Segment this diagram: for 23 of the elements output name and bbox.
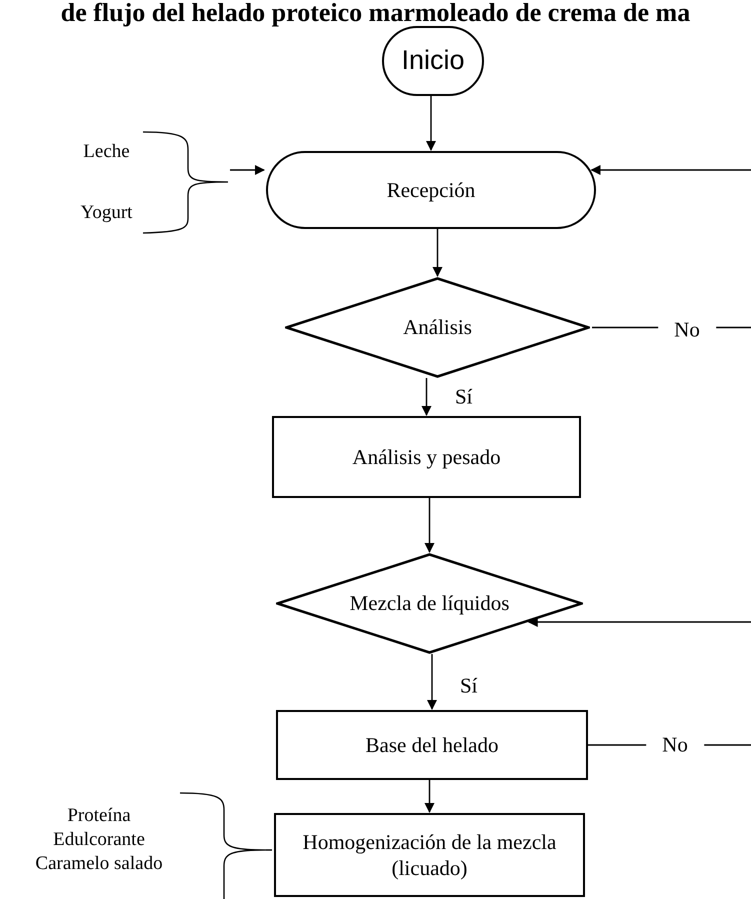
step-label: Análisis y pesado — [351, 444, 502, 470]
process-box — [274, 813, 585, 897]
ingredient-label: Proteína — [67, 804, 131, 828]
arrow — [424, 498, 434, 553]
process-box — [272, 416, 581, 498]
step-label: Análisis — [402, 314, 473, 341]
step-label: Base del helado — [364, 732, 500, 758]
process-box — [276, 710, 588, 780]
ingredient-label: Yogurt — [80, 201, 132, 225]
ingredient-label: Edulcorante — [53, 828, 145, 852]
step-label: Homogenización de la mezcla (licuado) — [302, 828, 558, 882]
arrow — [424, 780, 434, 813]
arrow — [432, 229, 442, 277]
arrow — [426, 96, 436, 151]
step-label: Inicio — [400, 44, 466, 78]
ingredient-label: Leche — [83, 140, 130, 164]
arrow — [427, 654, 437, 710]
step-label: Mezcla de líquidos — [348, 590, 510, 617]
ingredient-label: Caramelo salado — [35, 852, 163, 876]
step-label: Recepción — [386, 176, 476, 204]
diagram-title: de flujo del helado proteico marmoleado de crema de ma — [60, 0, 692, 26]
arrow — [422, 378, 432, 416]
arrow — [230, 165, 265, 175]
